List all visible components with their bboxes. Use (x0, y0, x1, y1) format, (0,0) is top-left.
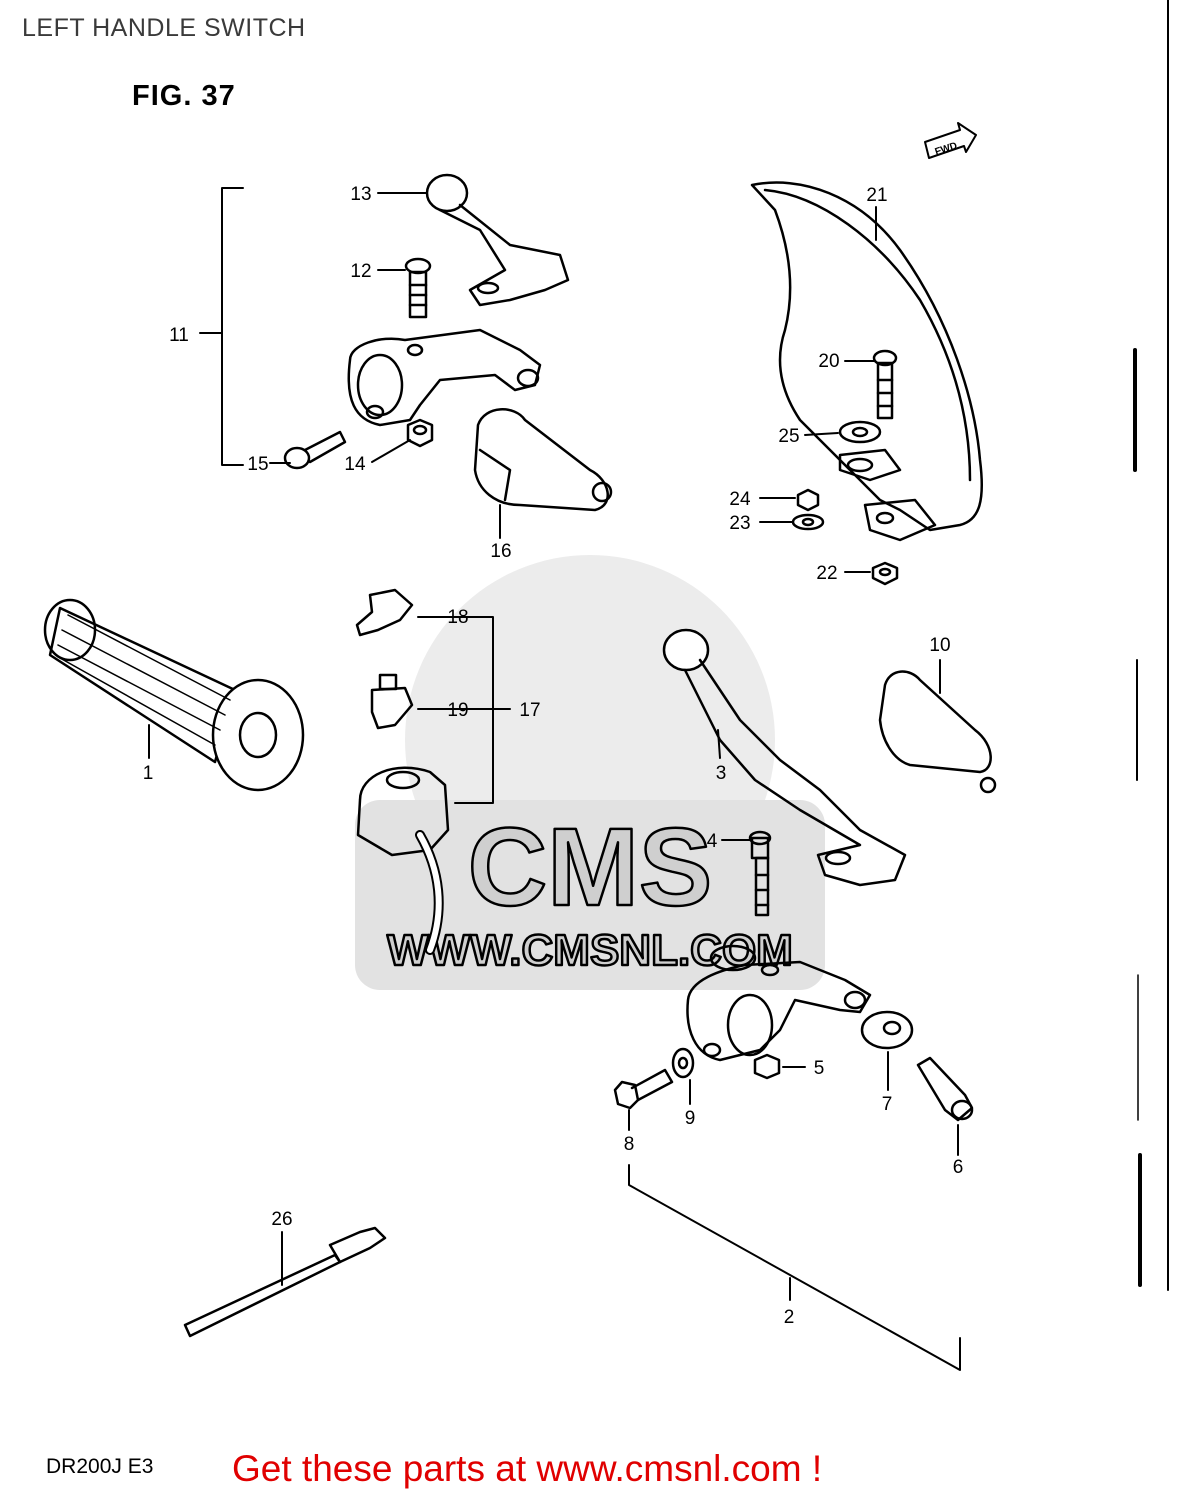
label-22: 22 (816, 563, 837, 584)
label-26: 26 (271, 1209, 292, 1230)
fwd-arrow-icon: FWD (924, 122, 977, 159)
label-7: 7 (882, 1094, 893, 1115)
label-21: 21 (866, 185, 887, 206)
watermark-url: WWW.CMSNL.COM (387, 926, 793, 975)
label-23: 23 (729, 513, 750, 534)
label-18: 18 (447, 607, 468, 628)
part-21-handguard (750, 181, 984, 532)
label-12: 12 (350, 261, 371, 282)
part-17-switch (356, 766, 450, 955)
label-24: 24 (729, 489, 751, 510)
scan-edge-marks (1133, 0, 1169, 1291)
label-16: 16 (490, 541, 511, 562)
leader-lines (148, 187, 961, 1371)
label-10: 10 (929, 635, 950, 656)
label-1: 1 (143, 763, 154, 784)
part-6-adjuster (916, 1056, 974, 1122)
part-22-nut (871, 561, 899, 586)
label-2: 2 (784, 1307, 795, 1328)
part-8-bolt (613, 1068, 674, 1110)
label-9: 9 (685, 1108, 696, 1129)
part-labels: 1 2 3 4 5 6 7 8 9 10 11 12 13 14 15 16 1… (143, 184, 964, 1328)
part-5-nut (753, 1053, 781, 1080)
promo-link[interactable]: Get these parts at www.cmsnl.com ! (232, 1448, 823, 1489)
part-3-lever (662, 628, 907, 887)
model-code: DR200J E3 (46, 1455, 154, 1478)
page-title: LEFT HANDLE SWITCH (22, 14, 306, 42)
watermark-brand: CMS (468, 806, 712, 929)
part-7-adjuster-nut (860, 1010, 914, 1050)
part-1-grip (43, 598, 305, 792)
part-4-bolt (748, 830, 772, 917)
part-26-cable-tie (183, 1226, 387, 1338)
part-11-bracket (347, 328, 542, 427)
part-2-holder (686, 944, 872, 1062)
part-10-cover (878, 670, 997, 794)
label-6: 6 (953, 1157, 964, 1178)
part-9-washer (671, 1047, 695, 1079)
label-8: 8 (624, 1134, 635, 1155)
label-25: 25 (778, 426, 799, 447)
part-19-clamp (370, 673, 414, 730)
label-3: 3 (716, 763, 727, 784)
part-13-lever (425, 173, 570, 307)
part-18-clip (355, 588, 414, 637)
label-20: 20 (818, 351, 839, 372)
part-20-screw (872, 349, 898, 420)
part-23-washer (791, 513, 825, 531)
handguard-clamp (838, 448, 937, 542)
label-5: 5 (814, 1058, 825, 1079)
label-11: 11 (169, 325, 189, 346)
part-12-screw (404, 257, 432, 319)
label-13: 13 (350, 184, 371, 205)
part-25-washer (838, 420, 882, 444)
figure-label: FIG. 37 (132, 80, 236, 112)
part-15-bolt (283, 430, 347, 470)
part-16-cover (473, 408, 613, 512)
label-15: 15 (247, 454, 268, 475)
watermark: CMS WWW.CMSNL.COM (355, 555, 825, 990)
part-14-nut (406, 418, 434, 448)
label-4: 4 (707, 831, 718, 852)
part-24-nut (796, 488, 820, 512)
label-17: 17 (519, 700, 540, 721)
label-14: 14 (344, 454, 366, 475)
label-19: 19 (447, 700, 468, 721)
